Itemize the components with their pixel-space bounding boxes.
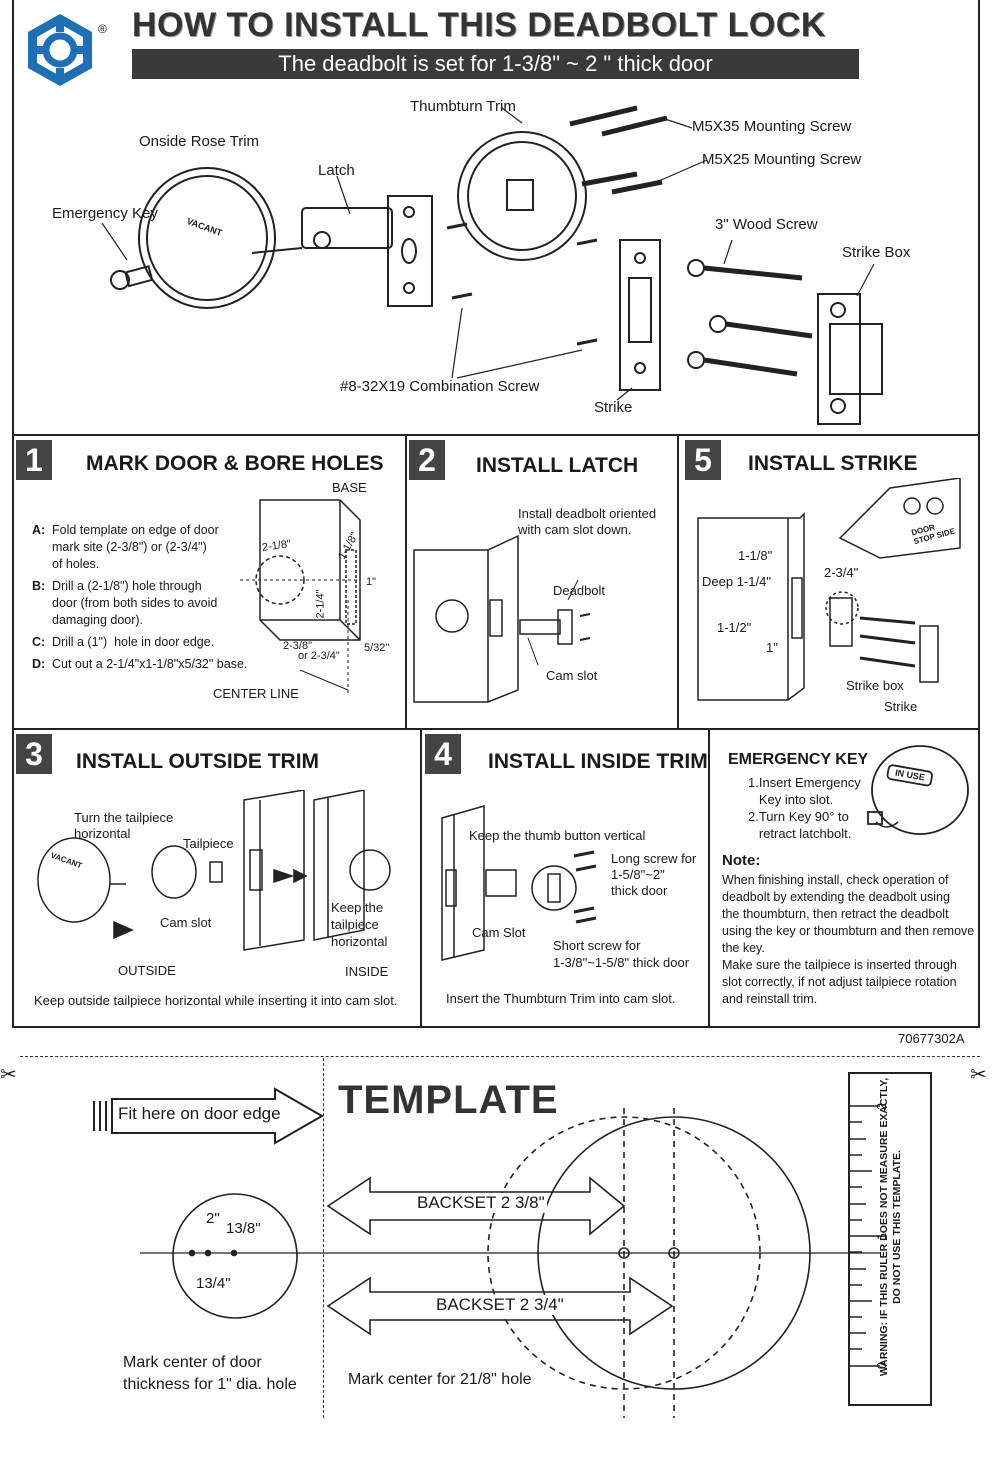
fit-arrow — [93, 1087, 325, 1145]
cut-line — [20, 1056, 980, 1057]
ruler-ticks — [850, 1105, 880, 1367]
step4-cam-slot-label: Cam Slot — [472, 925, 526, 940]
label-combination-screw: #8-32X19 Combination Screw — [340, 378, 540, 395]
step1-item-text: Cut out a 2-1/4"x1-1/8"x5/32" base. — [52, 657, 248, 671]
ruler-warning: WARNING: IF THIS RULER DOES NOT MEASURE … — [878, 1077, 903, 1377]
mark-door-center: Mark center of door thickness for 1" dia… — [123, 1354, 297, 1393]
emergency-key-diagram — [867, 745, 969, 835]
fit-label: Fit here on door edge — [118, 1104, 281, 1123]
template-divider — [323, 1058, 324, 1418]
step4-short-label: Short screw for 1-3/8"~1-5/8" thick door — [553, 938, 690, 970]
step3-inside-label: INSIDE — [345, 964, 389, 979]
step3-cam-slot-label: Cam slot — [160, 915, 212, 930]
emergency-panel — [708, 728, 980, 1028]
step2-title: INSTALL LATCH — [476, 454, 639, 477]
step1-item: C: Drill a (1") hole in door edge. — [32, 634, 262, 651]
step5-strike-diagram — [697, 478, 961, 701]
step4-trim-diagram — [441, 805, 597, 961]
step4-footer: Insert the Thumbturn Trim into cam slot. — [446, 991, 676, 1006]
step4-keep-label: Keep the thumb button vertical — [469, 828, 646, 843]
step1-item: B: Drill a (2-1/8") hole through door (fr… — [32, 578, 262, 629]
step5-title: INSTALL STRIKE — [748, 452, 918, 475]
step5-dim-1-1-8: 1-1/8" — [738, 548, 773, 563]
step1-title: MARK DOOR & BORE HOLES — [86, 452, 384, 475]
label-onside-rose-trim: Onside Rose Trim — [139, 133, 260, 150]
step1-dim-1: 1" — [366, 576, 377, 588]
rose-trim-shape — [138, 167, 276, 309]
page-title: HOW TO INSTALL THIS DEADBOLT LOCK — [132, 6, 826, 44]
step1-item-text: Fold template on edge of door mark site … — [52, 523, 219, 571]
template-drawing — [140, 1108, 880, 1418]
step1-item-text: Drill a (2-1/8") hole through door (from… — [52, 579, 218, 627]
step3-title: INSTALL OUTSIDE TRIM — [76, 750, 320, 773]
note-title: Note: — [722, 852, 761, 869]
label-m5x25-screw: M5X25 Mounting Screw — [702, 151, 862, 168]
step2-deadbolt-label: Deadbolt — [553, 583, 606, 598]
step4-long-label: Long screw for 1-5/8"~2" thick door — [611, 851, 697, 898]
step2-number: 2 — [409, 440, 445, 480]
step5-strike-box-label: Strike box — [846, 678, 904, 693]
label-latch: Latch — [318, 162, 355, 179]
step4-title: INSTALL INSIDE TRIM — [488, 750, 708, 773]
step1-dim-2-3-8: 2-3/8" — [283, 640, 312, 652]
ruler — [848, 1072, 932, 1406]
step3-number: 3 — [16, 734, 52, 774]
step1-item-key: D: — [32, 657, 46, 671]
backset-2-3-8: BACKSET 2 3/8" — [415, 1193, 547, 1213]
step1-item-key: B: — [32, 579, 46, 593]
step5-number: 5 — [685, 440, 721, 480]
step2-note: Install deadbolt oriented with cam slot … — [518, 506, 657, 537]
step3-outside-label: OUTSIDE — [118, 963, 176, 978]
step5-dim-1: 1" — [766, 640, 778, 655]
label-strike: Strike — [594, 399, 633, 416]
step1-instructions: A: Fold template on edge of door mark sit… — [32, 522, 262, 678]
step1-item-text: Drill a (1") hole in door edge. — [52, 635, 215, 649]
step2-cam-slot-label: Cam slot — [546, 668, 598, 683]
step3-trim-diagram — [37, 790, 391, 951]
step1-dim-2-1-4: 2-1/4" — [314, 589, 327, 619]
step1-base-label: BASE — [332, 480, 367, 495]
emergency-steps: 1.Insert Emergency Key into slot. 2.Turn… — [748, 775, 861, 841]
mark-hole-center: Mark center for 21/8" hole — [348, 1371, 532, 1388]
parts-exploded-diagram — [101, 105, 883, 425]
template-title: TEMPLATE — [338, 1078, 559, 1122]
note-body: When finishing install, check operation … — [722, 873, 975, 1006]
scissors-icon-right: ✂ — [970, 1064, 987, 1086]
dim-1-3-8: 13/8" — [226, 1220, 261, 1237]
part-number: 70677302A — [898, 1031, 965, 1046]
backset-2-3-4: BACKSET 2 3/4" — [434, 1295, 566, 1315]
scissors-icon: ✂ — [0, 1064, 17, 1086]
step3-tailpiece-label: Tailpiece — [183, 836, 234, 851]
step1-dim-5-32: 5/32" — [364, 642, 390, 654]
step3-turn-label: Turn the tailpiece horizontal — [74, 810, 174, 841]
label-emergency-key: Emergency Key — [52, 205, 158, 222]
step3-footer: Keep outside tailpiece horizontal while … — [34, 993, 398, 1008]
step5-dim-2-3-4: 2-3/4" — [824, 565, 859, 580]
step3-keep-label: Keep the tailpiece horizontal — [331, 900, 388, 949]
brand-logo — [28, 14, 92, 86]
emergency-title: EMERGENCY KEY — [728, 751, 869, 768]
step5-strike-label: Strike — [884, 699, 918, 714]
step4-number: 4 — [425, 734, 461, 774]
step1-item-key: C: — [32, 635, 46, 649]
step1-item: A: Fold template on edge of door mark sit… — [32, 522, 262, 573]
step1-center-line: CENTER LINE — [213, 686, 299, 701]
step1-item-key: A: — [32, 523, 46, 537]
page-subtitle: The deadbolt is set for 1-3/8" ~ 2 " thi… — [132, 49, 859, 79]
step1-number: 1 — [16, 440, 52, 480]
dim-2: 2" — [206, 1210, 220, 1227]
step1-door-diagram — [240, 499, 361, 695]
step1-dim-2-3-4: or 2-3/4" — [298, 650, 340, 662]
dim-1-3-4: 13/4" — [196, 1275, 231, 1292]
step1-item: D: Cut out a 2-1/4"x1-1/8"x5/32" base. — [32, 656, 262, 673]
step5-dim-deep: Deep 1-1/4" — [702, 574, 771, 589]
step5-dim-1-1-2: 1-1/2" — [717, 620, 752, 635]
label-m5x35-screw: M5X35 Mounting Screw — [692, 118, 852, 135]
label-strike-box: Strike Box — [842, 244, 911, 261]
step2-door-diagram — [413, 534, 591, 703]
label-thumbturn-trim: Thumbturn Trim — [410, 98, 516, 115]
label-wood-screw: 3" Wood Screw — [715, 216, 818, 233]
registered-mark: ® — [98, 22, 107, 36]
